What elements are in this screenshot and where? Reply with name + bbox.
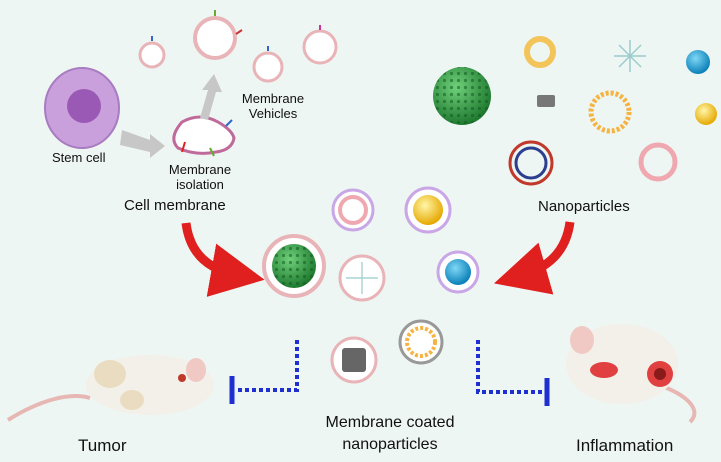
label-membrane-vehicles: Membrane Vehicles: [238, 91, 308, 121]
label-membrane-coated-nanoparticles: Membrane coated nanoparticles: [300, 412, 480, 456]
grey-arrow-to-isolation: [120, 130, 165, 158]
label-inflammation: Inflammation: [576, 436, 674, 455]
coated-nanoparticles: [262, 186, 480, 384]
membrane-isolation-shape: [172, 115, 236, 157]
label-membrane-isolation-line2: isolation: [176, 177, 224, 192]
label-membrane-isolation: Membrane isolation: [165, 162, 235, 192]
label-tumor: Tumor: [78, 436, 127, 455]
label-coated-line2: nanoparticles: [342, 436, 438, 453]
inflamed-mouse: [566, 324, 697, 424]
label-membrane-vehicles-line2: Vehicles: [248, 106, 298, 121]
membrane-vesicles: [138, 10, 338, 83]
stem-cell: [44, 67, 120, 149]
label-membrane-isolation-line1: Membrane: [168, 162, 232, 177]
red-arrow-right: [494, 221, 575, 295]
inhibitor-left: [229, 340, 299, 404]
grey-arrow-to-vehicles: [200, 74, 222, 120]
nanoparticles-group: [433, 36, 717, 186]
label-membrane-vehicles-line1: Membrane: [241, 91, 305, 106]
label-coated-line1: Membrane coated: [325, 414, 455, 431]
label-stem-cell: Stem cell: [52, 150, 106, 165]
red-arrow-left: [181, 222, 265, 297]
inhibitor-right: [476, 340, 550, 406]
tumor-mouse: [6, 355, 214, 422]
label-nanoparticles: Nanoparticles: [538, 198, 630, 215]
label-cell-membrane: Cell membrane: [124, 197, 226, 214]
